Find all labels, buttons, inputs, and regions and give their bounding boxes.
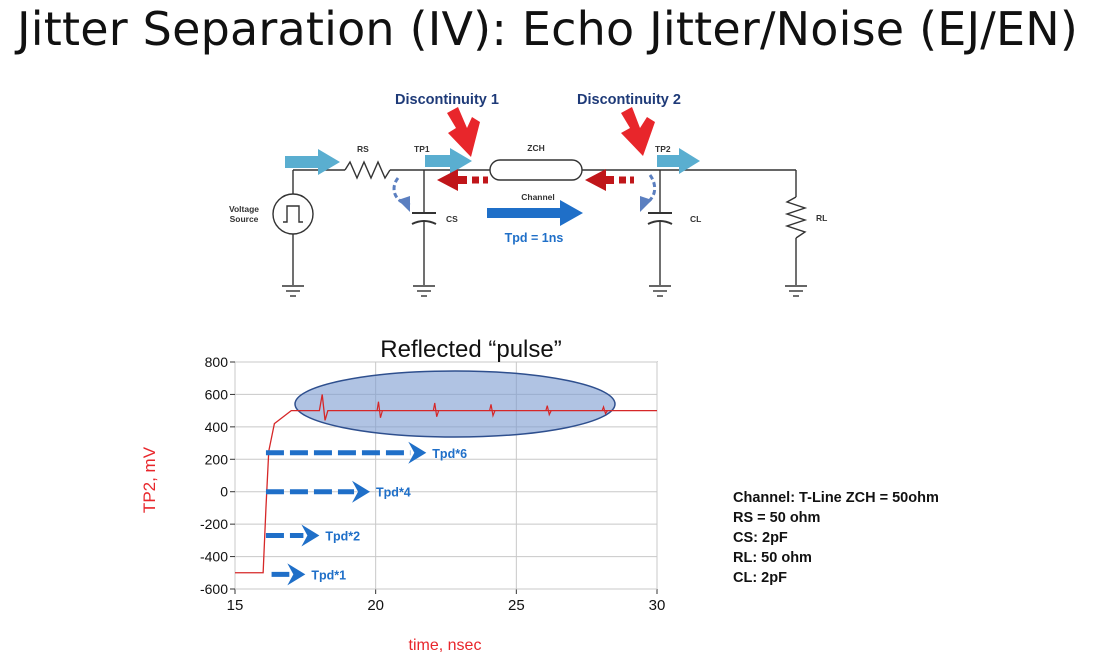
tp2-waveform-line — [235, 394, 657, 574]
x-tick-label: 20 — [367, 597, 384, 614]
tpd-arrow-head — [301, 524, 320, 547]
voltage-source-symbol — [272, 193, 314, 235]
spec-rs: RS = 50 ohm — [733, 510, 821, 526]
reflected-pulse-chart: 15 20 25 30 800 600 400 200 0 -200 -400 -600 Tpd*1 Tp… — [200, 354, 665, 614]
cs-label: CS — [446, 214, 458, 224]
rs-resistor — [344, 160, 391, 180]
spec-cl: CL: 2pF — [733, 570, 787, 586]
discontinuity2-label: Discontinuity 2 — [577, 92, 681, 108]
tpd-label: Tpd = 1ns — [505, 231, 564, 245]
y-tick-label: -400 — [200, 549, 228, 565]
rl-resistor — [784, 196, 808, 239]
forward-wave-arrows — [285, 148, 700, 175]
channel-label: Channel — [521, 192, 555, 202]
spec-cs: CS: 2pF — [733, 530, 788, 546]
x-tick-label: 25 — [508, 597, 525, 614]
channel-propagation-arrow — [487, 200, 583, 226]
y-tick-label: 0 — [220, 484, 228, 500]
tpd-multiple-label: Tpd*1 — [311, 568, 346, 582]
tpd-arrow-head — [352, 480, 371, 503]
rs-label: RS — [357, 144, 369, 154]
cl-label: CL — [690, 214, 701, 224]
discontinuity1-label: Discontinuity 1 — [395, 92, 499, 108]
tpd-multiple-label: Tpd*4 — [376, 486, 411, 500]
tpd-arrow-head — [287, 563, 306, 586]
source-label-line2: Source — [230, 214, 259, 224]
spec-rl: RL: 50 ohm — [733, 550, 812, 566]
tp1-label: TP1 — [414, 144, 430, 154]
tpd-multiple-label: Tpd*6 — [432, 447, 467, 461]
tpd-arrow-head — [408, 441, 427, 464]
circuit-specs: Channel: T-Line ZCH = 50ohm RS = 50 ohm … — [733, 488, 939, 588]
ground-icon — [282, 285, 807, 297]
chart-title: Reflected “pulse” — [380, 336, 562, 363]
echo-ripple — [489, 404, 496, 418]
reflection-arrows — [437, 169, 634, 191]
cs-capacitor — [411, 220, 437, 225]
x-tick-label: 15 — [227, 597, 244, 614]
tpd-multiple-label: Tpd*2 — [325, 529, 360, 543]
pulse-icon — [283, 205, 303, 223]
x-tick-label: 30 — [649, 597, 666, 614]
y-tick-label: 400 — [205, 419, 229, 435]
y-tick-label: 600 — [205, 386, 229, 402]
y-axis-label: TP2, mV — [140, 446, 159, 514]
rl-label: RL — [816, 213, 827, 223]
echo-ripple — [545, 405, 552, 417]
echo-ripple — [432, 402, 440, 417]
x-axis-label: time, nsec — [408, 637, 482, 654]
y-tick-label: -600 — [200, 581, 228, 597]
zch-label: ZCH — [527, 143, 544, 153]
y-tick-label: -200 — [200, 516, 228, 532]
discontinuity-arrows — [447, 107, 655, 157]
tp2-label: TP2 — [655, 144, 671, 154]
zch-transmission-line — [489, 159, 583, 181]
echo-ripple — [376, 401, 383, 418]
slide-title: Jitter Separation (IV): Echo Jitter/Nois… — [17, 2, 1078, 56]
y-tick-label: 200 — [205, 451, 229, 467]
cl-capacitor — [647, 220, 673, 225]
echo-region-ellipse — [294, 370, 616, 438]
spec-channel: Channel: T-Line ZCH = 50ohm — [733, 490, 939, 506]
source-label-line1: Voltage — [229, 204, 259, 214]
echo-ripple — [601, 405, 608, 416]
y-tick-label: 800 — [205, 354, 229, 370]
